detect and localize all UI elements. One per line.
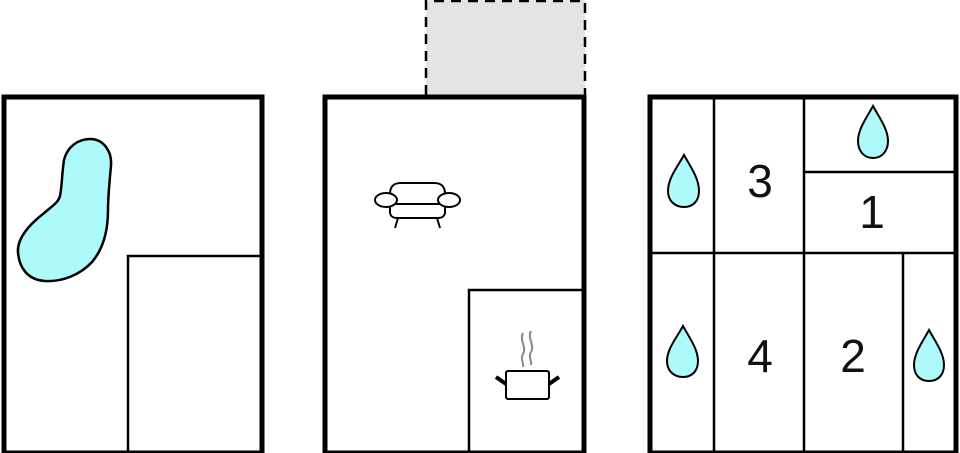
interior-walls xyxy=(650,97,956,453)
sofa-icon xyxy=(374,182,461,229)
room-label-2: 2 xyxy=(840,330,866,382)
room-label-4: 4 xyxy=(747,330,773,382)
terrace-dashed-border xyxy=(424,0,587,95)
room-label-3: 3 xyxy=(747,155,773,207)
pool-icon xyxy=(16,137,113,283)
bathroom-drop-icon xyxy=(665,323,700,379)
kitchen-room-wall xyxy=(467,288,584,453)
room-label-1: 1 xyxy=(859,186,885,238)
bathroom-drop-icon xyxy=(912,327,946,383)
cooking-pot-icon xyxy=(494,330,561,400)
bathroom-drop-icon xyxy=(666,152,701,209)
bathroom-drop-icon xyxy=(856,103,890,160)
floor-panel-middle xyxy=(322,0,587,453)
floor-panel-left xyxy=(1,94,265,453)
terrace-area xyxy=(426,0,585,95)
inner-room-wall xyxy=(126,254,262,453)
floor-panel-right: 3 1 4 2 xyxy=(647,94,959,453)
